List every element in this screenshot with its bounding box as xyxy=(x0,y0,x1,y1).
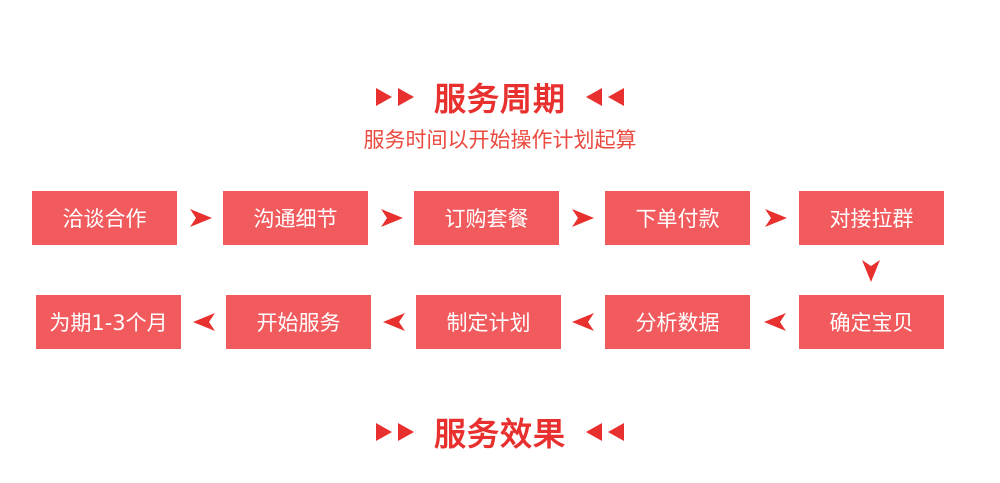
step-analyze-data: 分析数据 xyxy=(605,295,750,349)
double-triangle-left-icon xyxy=(586,423,624,441)
step-start-service: 开始服务 xyxy=(226,295,371,349)
step-join-group: 对接拉群 xyxy=(799,191,944,245)
arrow-down-icon xyxy=(862,260,880,282)
double-triangle-left-icon xyxy=(586,88,624,106)
step-duration-1-3-months: 为期1-3个月 xyxy=(36,295,181,349)
step-final-select-item: 确定宝贝 xyxy=(799,295,944,349)
step-negotiate-cooperation: 洽谈合作 xyxy=(32,191,177,245)
service-cycle-heading: 服务周期 xyxy=(0,74,1000,120)
arrow-left-icon xyxy=(572,313,594,331)
step-make-plan: 制定计划 xyxy=(416,295,561,349)
step-communicate-details: 沟通细节 xyxy=(223,191,368,245)
step-place-order-pay: 下单付款 xyxy=(605,191,750,245)
service-effect-heading: 服务效果 xyxy=(0,409,1000,455)
arrow-right-icon xyxy=(572,209,594,227)
service-cycle-title: 服务周期 xyxy=(433,80,566,118)
step-order-package: 订购套餐 xyxy=(414,191,559,245)
arrow-left-icon xyxy=(383,313,405,331)
arrow-right-icon xyxy=(381,209,403,227)
arrow-left-icon xyxy=(764,313,786,331)
arrow-right-icon xyxy=(765,209,787,227)
arrow-left-icon xyxy=(193,313,215,331)
service-effect-title: 服务效果 xyxy=(433,415,566,453)
arrow-right-icon xyxy=(190,209,212,227)
double-triangle-right-icon xyxy=(375,88,414,106)
double-triangle-right-icon xyxy=(375,423,414,441)
service-cycle-subtitle: 服务时间以开始操作计划起算 xyxy=(363,128,637,152)
